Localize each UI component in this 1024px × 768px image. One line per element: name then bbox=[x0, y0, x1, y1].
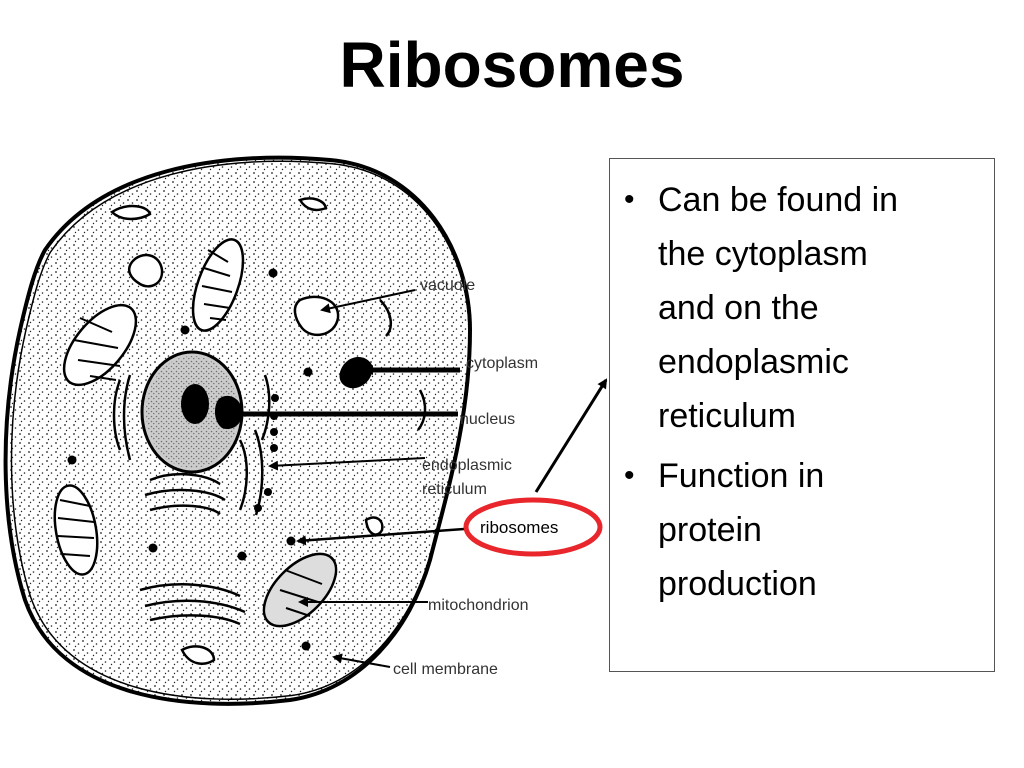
ribosomes-highlight-ellipse bbox=[463, 497, 603, 557]
cytoplasm-blob bbox=[339, 356, 373, 389]
bullet-line: production bbox=[658, 565, 817, 603]
bullet-line: reticulum bbox=[658, 397, 796, 435]
label-nucleus: nucleus bbox=[460, 411, 515, 428]
ribosome-dots bbox=[67, 268, 313, 651]
label-mitochondrion: mitochondrion bbox=[428, 597, 529, 614]
bullet-line: protein bbox=[658, 511, 762, 549]
bullet-line: Function in bbox=[658, 457, 825, 495]
bullet-list: • Can be found in the cytoplasm and on the e… bbox=[620, 173, 986, 611]
label-er-line2: reticulum bbox=[422, 481, 487, 498]
label-arrows bbox=[233, 289, 608, 668]
label-cytoplasm: cytoplasm bbox=[466, 355, 538, 372]
bullet-dot-icon: • bbox=[624, 459, 635, 492]
vacuole-shapes bbox=[110, 197, 384, 665]
label-cell-membrane: cell membrane bbox=[393, 661, 498, 678]
bullet-item: • Function in protein production bbox=[620, 449, 986, 611]
mitochondria-shapes bbox=[53, 238, 338, 628]
slide-title: Ribosomes bbox=[339, 29, 685, 101]
bullet-line: and on the bbox=[658, 289, 819, 327]
bullet-text-box: • Can be found in the cytoplasm and on the e… bbox=[609, 158, 995, 672]
label-er-line1: endoplasmic bbox=[422, 457, 512, 474]
bullet-dot-icon: • bbox=[624, 183, 635, 216]
bullet-item: • Can be found in the cytoplasm and on the e… bbox=[620, 173, 986, 443]
label-vacuole: vacuole bbox=[420, 277, 475, 294]
label-ribosomes: ribosomes bbox=[480, 518, 558, 537]
bullet-line: endoplasmic bbox=[658, 343, 849, 381]
nucleus-shape bbox=[140, 350, 244, 474]
bullet-line: the cytoplasm bbox=[658, 235, 868, 273]
bullet-line: Can be found in bbox=[658, 181, 899, 219]
